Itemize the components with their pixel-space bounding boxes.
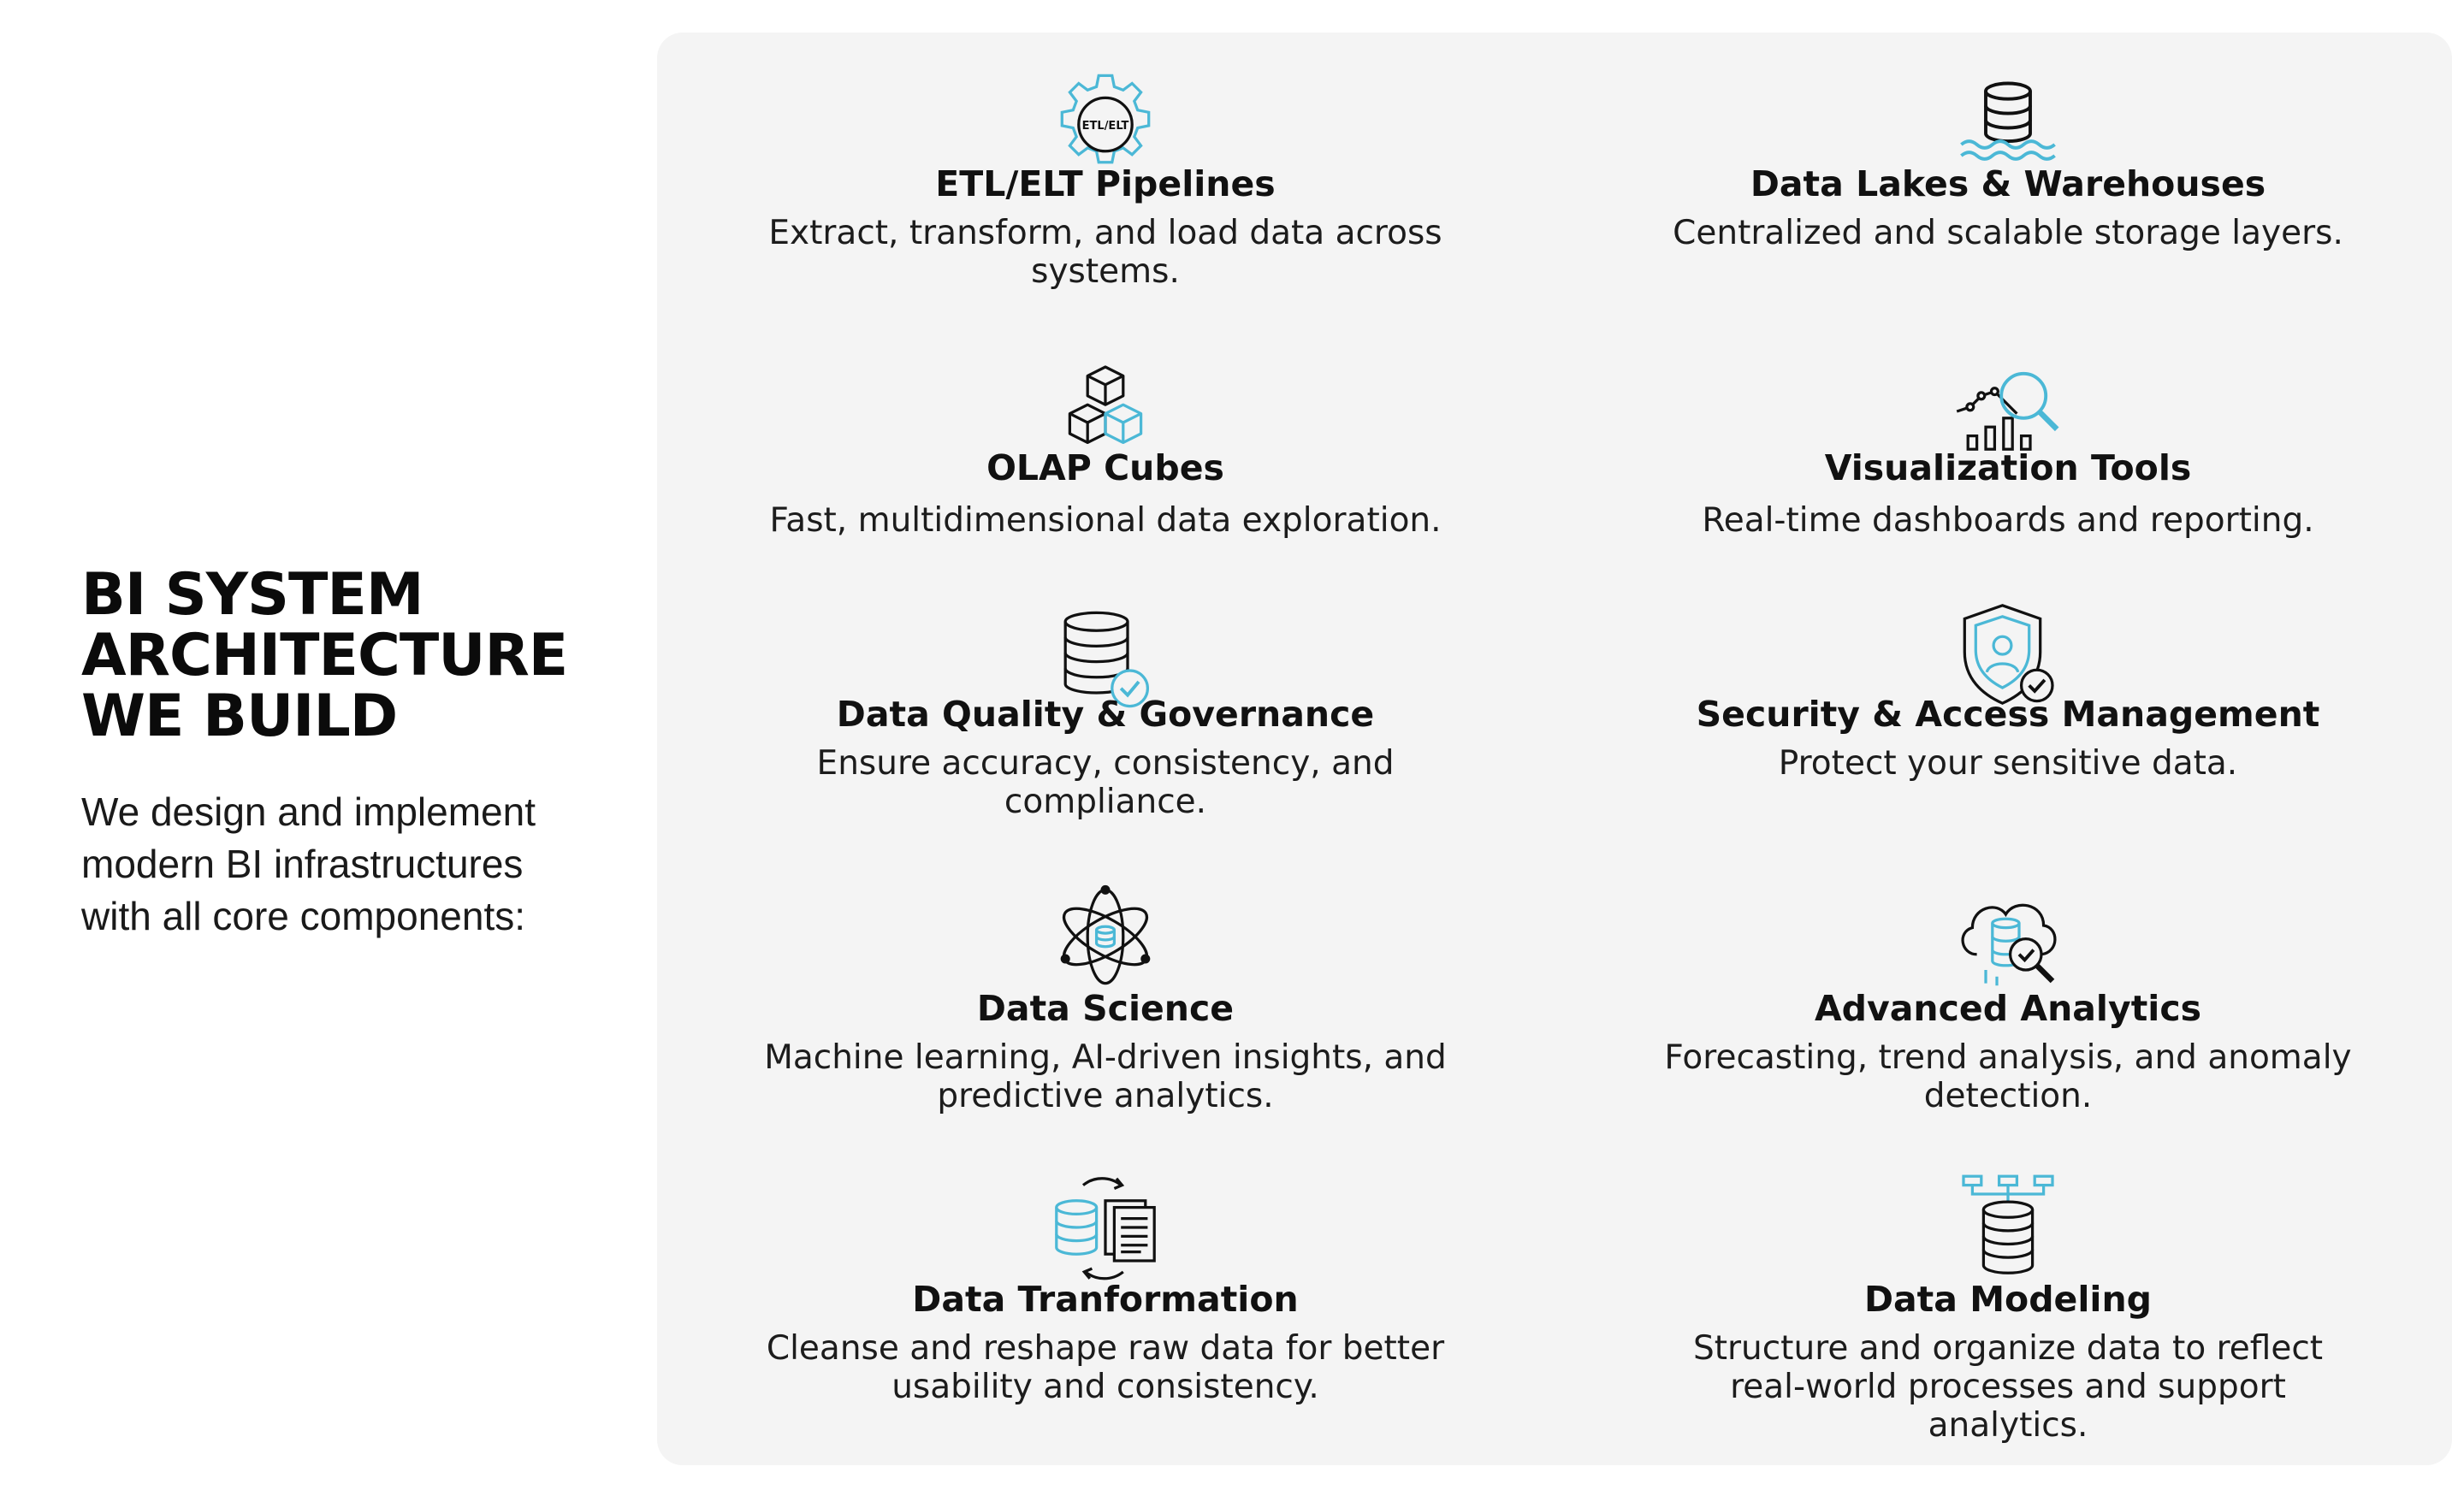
card-title: Security & Access Management: [1696, 694, 2320, 735]
database-document-icon: [1050, 1172, 1161, 1283]
card-description: Ensure accuracy, consistency, and compli…: [816, 744, 1395, 821]
components-panel: [657, 33, 2452, 1465]
section-description: We design and implement modern BI infras…: [81, 789, 536, 938]
card-title: Data Quality & Governance: [836, 694, 1375, 735]
card-visualization-tools: Visualization Tools Real-time dashboards…: [1623, 356, 2393, 553]
section-title: BI SYSTEM ARCHITECTURE WE BUILD: [81, 561, 568, 750]
database-waves-icon: [1952, 67, 2064, 178]
card-title: Data Modeling: [1863, 1279, 2152, 1320]
card-description: Protect your sensitive data.: [1778, 744, 2238, 783]
card-data-quality-governance: Data Quality & Governance Ensure accurac…: [720, 604, 1490, 843]
etl-gear-icon: ETL/ELT: [1050, 67, 1161, 178]
card-description: Centralized and scalable storage layers.: [1673, 214, 2343, 252]
cloud-database-icon: [1952, 881, 2064, 992]
card-advanced-analytics: Advanced Analytics Forecasting, trend an…: [1623, 881, 2393, 1129]
card-description: Real-time dashboards and reporting.: [1702, 501, 2314, 540]
card-data-lakes-warehouses: Data Lakes & Warehouses Centralized and …: [1623, 67, 2393, 306]
card-description: Cleanse and reshape raw data for better …: [766, 1329, 1445, 1406]
intro-section: BI SYSTEM ARCHITECTURE WE BUILD We desig…: [81, 565, 629, 943]
chart-magnifier-icon: [1952, 356, 2064, 467]
card-title: OLAP Cubes: [986, 447, 1224, 488]
card-title: Data Tranformation: [912, 1279, 1299, 1320]
card-title: Advanced Analytics: [1814, 988, 2202, 1029]
card-title: Visualization Tools: [1824, 447, 2192, 488]
etl-icon-text: ETL/ELT: [1082, 120, 1129, 133]
card-description: Machine learning, AI-driven insights, an…: [764, 1038, 1447, 1115]
card-description: Structure and organize data to reflect r…: [1692, 1329, 2324, 1445]
database-check-icon: [1050, 604, 1161, 715]
card-description: Forecasting, trend analysis, and anomaly…: [1664, 1038, 2352, 1115]
card-data-modeling: Data Modeling Structure and organize dat…: [1623, 1172, 2393, 1445]
card-data-transformation: Data Tranformation Cleanse and reshape r…: [720, 1172, 1490, 1420]
card-olap-cubes: OLAP Cubes Fast, multidimensional data e…: [720, 356, 1490, 553]
cubes-icon: [1050, 356, 1161, 467]
card-data-science: Data Science Machine learning, AI-driven…: [720, 881, 1490, 1129]
database-hierarchy-icon: [1952, 1172, 2064, 1283]
shield-user-icon: [1952, 599, 2064, 710]
card-title: Data Science: [976, 988, 1235, 1029]
card-title: Data Lakes & Warehouses: [1750, 163, 2266, 204]
card-description: Extract, transform, and load data across…: [768, 214, 1442, 291]
card-description: Fast, multidimensional data exploration.: [769, 501, 1442, 540]
card-etl-elt-pipelines: ETL/ELT ETL/ELT Pipelines Extract, trans…: [720, 67, 1490, 306]
card-security-access: Security & Access Management Protect you…: [1623, 599, 2393, 838]
atom-icon: [1050, 881, 1161, 992]
card-title: ETL/ELT Pipelines: [935, 163, 1276, 204]
